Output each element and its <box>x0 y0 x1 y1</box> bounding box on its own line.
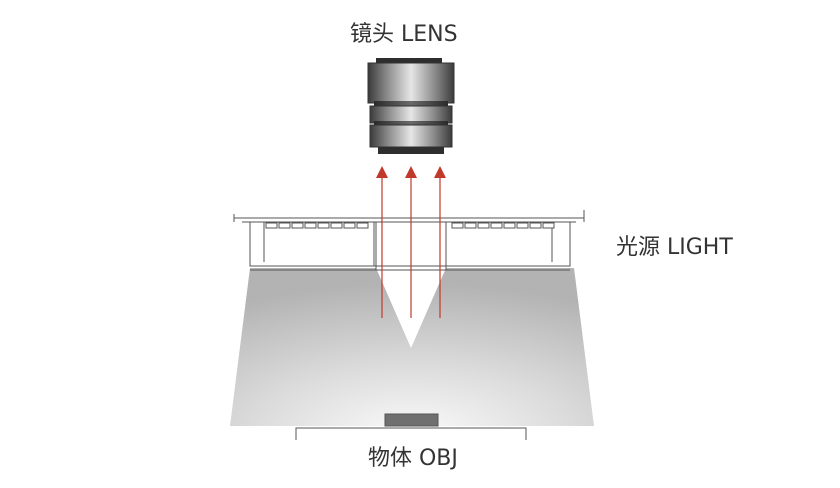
base-plate <box>295 427 527 440</box>
object-label: 物体 OBJ <box>368 446 458 471</box>
object-block <box>384 413 439 427</box>
lens <box>367 58 455 154</box>
led-row-left <box>265 222 369 229</box>
light-cone <box>230 268 594 426</box>
light-ray-arrows <box>376 166 446 318</box>
led-row-right <box>451 222 555 229</box>
light-source <box>233 210 585 271</box>
lens-label: 镜头 LENS <box>350 22 458 47</box>
light-label: 光源 LIGHT <box>616 235 733 260</box>
